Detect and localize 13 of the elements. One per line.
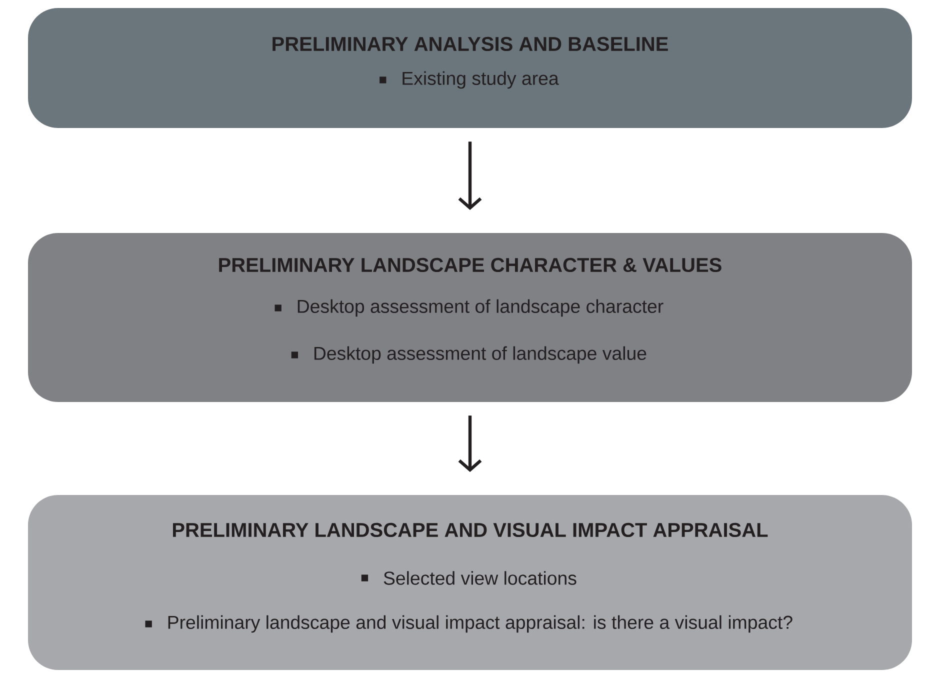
- box-heading: PRELIMINARY LANDSCAPE AND VISUAL IMPACT APPRAISAL: [173, 522, 768, 538]
- bullet-item: Desktop assessment of landscape value: [291, 346, 646, 364]
- bullet-item: Desktop assessment of landscape character: [274, 299, 664, 317]
- box-heading: PRELIMINARY ANALYSIS AND BASELINE: [272, 36, 668, 52]
- process-box: [28, 495, 912, 670]
- box-heading: PRELIMINARY LANDSCAPE CHARACTER & VALUES: [219, 258, 722, 272]
- bullet-item: Selected view locations: [361, 571, 576, 585]
- process-box: [28, 8, 912, 128]
- bullet-item: Existing study area: [380, 71, 559, 89]
- arrow: [458, 416, 482, 472]
- arrow: [458, 142, 482, 210]
- bullet-item: Preliminary landscape and visual impact appraisal: is there a visual impact?: [145, 615, 792, 633]
- process-box: [28, 232, 912, 402]
